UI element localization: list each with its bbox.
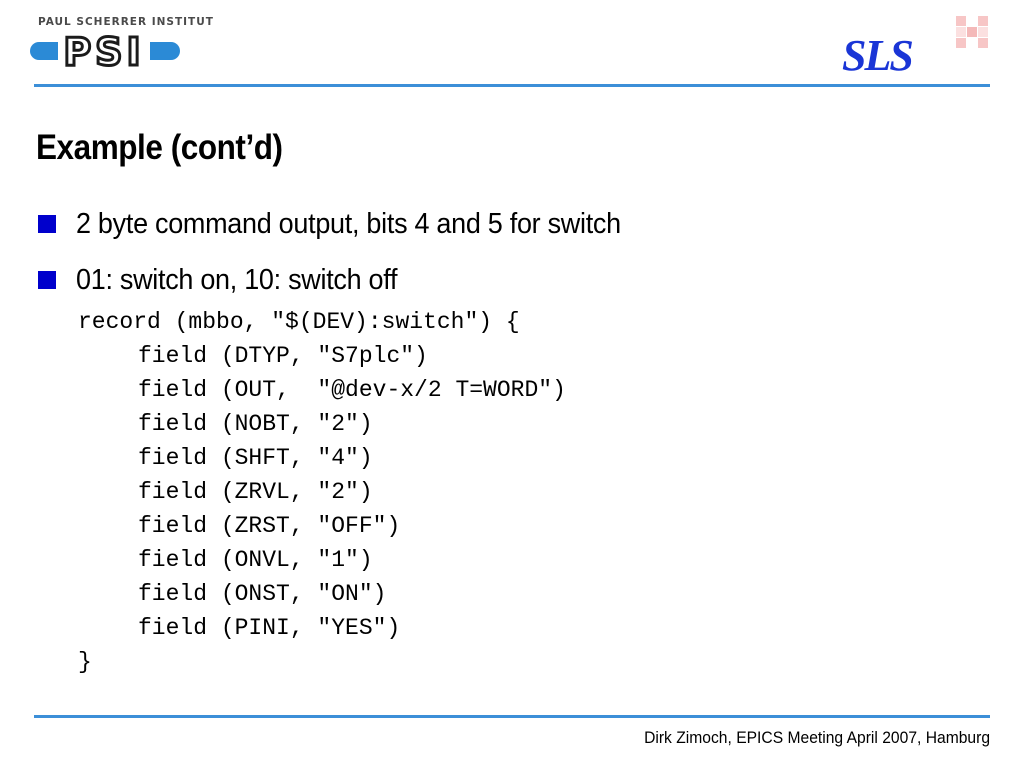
code-line-field: field (PINI, "YES") [138,615,401,641]
psi-logo-mark: PSI [30,30,180,74]
footer-text: Dirk Zimoch, EPICS Meeting April 2007, H… [644,728,990,747]
sls-logo-mark: SLS [842,16,988,76]
code-block: record (mbbo, "$(DEV):switch") { field (… [78,305,566,679]
header-rule [34,84,990,87]
sls-logo-text: SLS [842,31,912,76]
code-line-close: } [78,649,92,675]
bullet-item: 01: switch on, 10: switch off [38,252,662,308]
bullet-list: 2 byte command output, bits 4 and 5 for … [38,196,662,308]
code-line-field: field (ONST, "ON") [138,581,387,607]
psi-logo: PAUL SCHERRER INSTITUT PSI [30,14,213,74]
square-bullet-icon [38,215,56,233]
bullet-text: 01: switch on, 10: switch off [76,263,398,296]
sls-logo: SLS [840,14,990,76]
code-line-field: field (DTYP, "S7plc") [138,343,428,369]
code-line-field: field (NOBT, "2") [138,411,373,437]
code-line-field: field (ZRVL, "2") [138,479,373,505]
bullet-text: 2 byte command output, bits 4 and 5 for … [76,207,621,240]
slide-title: Example (cont’d) [36,128,283,167]
bullet-item: 2 byte command output, bits 4 and 5 for … [38,196,662,252]
code-line-field: field (ONVL, "1") [138,547,373,573]
org-name: PAUL SCHERRER INSTITUT [38,16,214,28]
code-line-field: field (OUT, "@dev-x/2 T=WORD") [138,377,566,403]
code-line-open: record (mbbo, "$(DEV):switch") { [78,309,520,335]
code-line-field: field (SHFT, "4") [138,445,373,471]
psi-logo-text: PSI [63,30,144,74]
square-bullet-icon [38,271,56,289]
footer-rule [34,715,990,718]
pink-grid-icon [956,16,988,48]
code-line-field: field (ZRST, "OFF") [138,513,401,539]
